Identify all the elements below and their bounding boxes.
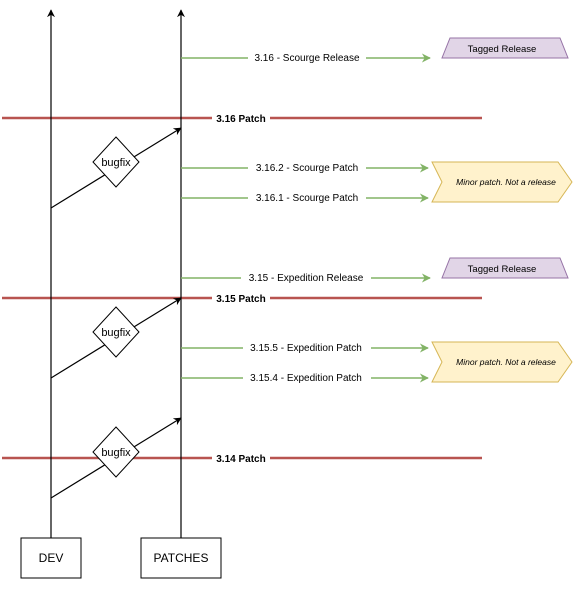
bugfix-label: bugfix (101, 447, 131, 459)
arrow-label: 3.16.1 - Scourge Patch (256, 193, 358, 204)
patch-label-3-16: 3.16 Patch (212, 112, 270, 125)
patches-label: PATCHES (154, 551, 209, 565)
green-arrow-3-15-5: 3.15.5 - Expedition Patch (181, 341, 429, 354)
svg-text:Tagged Release: Tagged Release (468, 44, 537, 55)
green-arrow-3-16-1: 3.16.1 - Scourge Patch (181, 191, 429, 204)
dev-label: DEV (39, 551, 64, 565)
svg-text:3.14 Patch: 3.14 Patch (216, 454, 265, 465)
green-arrow-3-16-2: 3.16.2 - Scourge Patch (181, 161, 429, 174)
bugfix-label: bugfix (101, 327, 131, 339)
svg-text:Tagged Release: Tagged Release (468, 264, 537, 275)
bugfix-diamond-1: bugfix (92, 136, 140, 188)
arrow-label: 3.15 - Expedition Release (249, 273, 364, 284)
tagged-release-3-15: Tagged Release (441, 257, 569, 279)
bugfix-diamond-2: bugfix (92, 306, 140, 358)
arrow-label: 3.16 - Scourge Release (254, 53, 360, 64)
svg-text:Minor patch. Not a release: Minor patch. Not a release (456, 357, 556, 367)
svg-text:3.15 Patch: 3.15 Patch (216, 294, 265, 305)
svg-text:3.16 Patch: 3.16 Patch (216, 114, 265, 125)
arrow-label: 3.15.4 - Expedition Patch (250, 373, 362, 384)
green-arrow-3-15-4: 3.15.4 - Expedition Patch (181, 371, 429, 384)
dev-box: DEV (20, 537, 82, 579)
patches-box: PATCHES (140, 537, 222, 579)
arrow-label: 3.16.2 - Scourge Patch (256, 163, 358, 174)
bugfix-label: bugfix (101, 157, 131, 169)
minor-patch-3-16: Minor patch. Not a release (431, 161, 573, 203)
minor-patch-3-15: Minor patch. Not a release (431, 341, 573, 383)
arrow-label: 3.15.5 - Expedition Patch (250, 343, 362, 354)
green-arrow-3-16-release: 3.16 - Scourge Release (181, 51, 431, 64)
bugfix-diamond-3: bugfix (92, 426, 140, 478)
patch-label-3-14: 3.14 Patch (212, 452, 270, 465)
svg-text:Minor patch. Not a release: Minor patch. Not a release (456, 177, 556, 187)
tagged-release-3-16: Tagged Release (441, 37, 569, 59)
green-arrow-3-15-release: 3.15 - Expedition Release (181, 271, 431, 284)
patch-label-3-15: 3.15 Patch (212, 292, 270, 305)
